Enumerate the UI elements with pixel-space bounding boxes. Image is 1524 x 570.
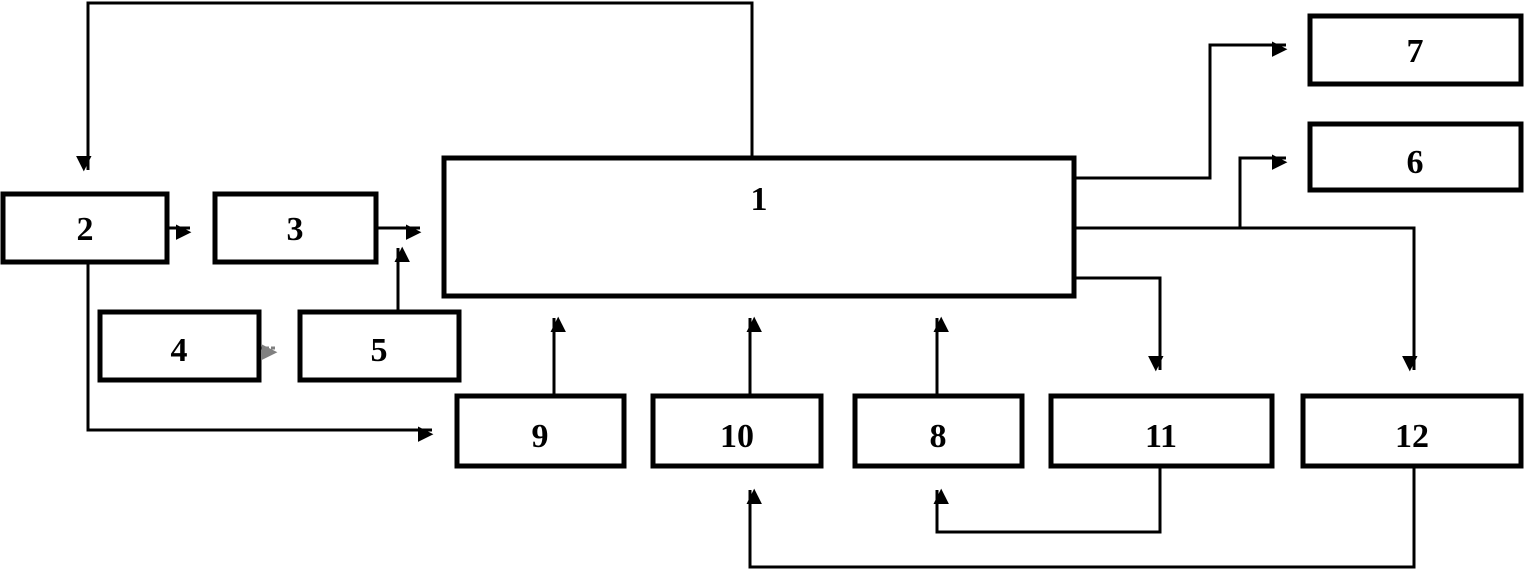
connector-1-to-12 bbox=[1074, 226, 1418, 372]
block-9-label: 9 bbox=[532, 418, 549, 455]
block-8: 8 bbox=[852, 393, 1025, 469]
block-10: 10 bbox=[650, 393, 824, 469]
block-11: 11 bbox=[1048, 393, 1275, 469]
block-1-label: 1 bbox=[751, 181, 768, 218]
block-8-label: 8 bbox=[930, 418, 947, 455]
block-12: 12 bbox=[1300, 393, 1524, 469]
connector-1-to-6 bbox=[1238, 154, 1288, 228]
block-1: 1 bbox=[441, 155, 1077, 299]
block-3-label: 3 bbox=[287, 211, 304, 248]
block-9: 9 bbox=[454, 393, 627, 469]
connector-1-to-7 bbox=[1074, 41, 1288, 180]
block-5-label: 5 bbox=[371, 332, 388, 369]
connector-2-to-9 bbox=[86, 262, 434, 442]
connectors bbox=[76, 1, 1418, 569]
block-3: 3 bbox=[212, 191, 379, 265]
block-6-label: 6 bbox=[1407, 144, 1424, 181]
block-4: 4 bbox=[97, 309, 262, 383]
block-2-label: 2 bbox=[77, 211, 94, 248]
connector-12-to-10 bbox=[746, 468, 1416, 569]
block-2: 2 bbox=[0, 191, 170, 265]
block-7: 7 bbox=[1307, 13, 1524, 87]
connector-1-to-11 bbox=[1074, 276, 1164, 372]
block-6: 6 bbox=[1307, 121, 1524, 193]
block-5: 5 bbox=[297, 309, 462, 383]
connector-11-to-8 bbox=[933, 468, 1162, 534]
block-4-label: 4 bbox=[171, 332, 188, 369]
connector-1-to-2 bbox=[76, 1, 754, 172]
block-11-label: 11 bbox=[1145, 418, 1177, 455]
block-10-label: 10 bbox=[720, 418, 754, 455]
block-7-label: 7 bbox=[1407, 33, 1424, 70]
block-12-label: 12 bbox=[1395, 418, 1429, 455]
